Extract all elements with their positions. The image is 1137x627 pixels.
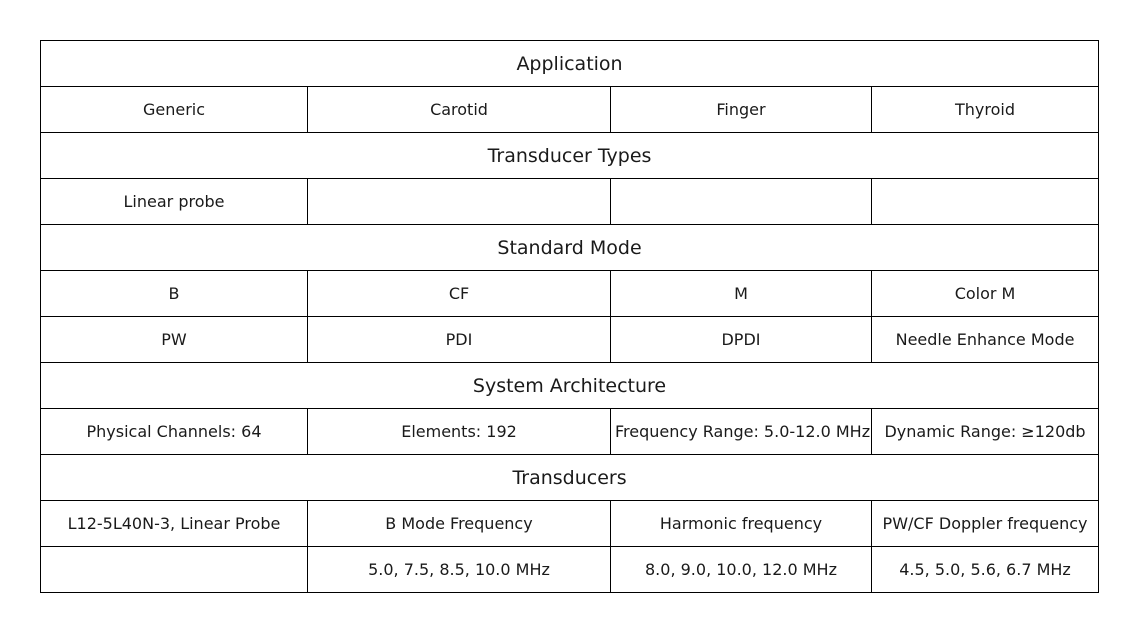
table-row: B CF M Color M [40,270,1100,317]
spec-table: Application Generic Carotid Finger Thyro… [39,40,1100,593]
table-cell: Linear probe [40,178,308,225]
table-cell: 5.0, 7.5, 8.5, 10.0 MHz [307,546,611,593]
section-title-application: Application [39,40,1100,87]
table-cell: Finger [610,86,872,133]
table-cell: Color M [870,270,1100,317]
table-cell: PW [40,316,308,363]
table-cell: PDI [307,316,611,363]
table-cell: DPDI [610,316,872,363]
table-cell [870,178,1100,225]
section-header-row: System Architecture [39,362,1100,409]
table-row: Physical Channels: 64 Elements: 192 Freq… [40,408,1100,455]
table-cell: L12-5L40N-3, Linear Probe [40,500,308,547]
table-row: PW PDI DPDI Needle Enhance Mode [40,316,1100,363]
table-row: Linear probe [40,178,1100,225]
table-row: L12-5L40N-3, Linear Probe B Mode Frequen… [40,500,1100,547]
table-row: Generic Carotid Finger Thyroid [40,86,1100,133]
table-cell: Frequency Range: 5.0-12.0 MHz [610,408,872,455]
table-cell: Needle Enhance Mode [870,316,1100,363]
table-cell: B [40,270,308,317]
table-cell: Dynamic Range: ≥120db [870,408,1100,455]
table-cell: PW/CF Doppler frequency [870,500,1100,547]
table-cell: Carotid [307,86,611,133]
section-header-row: Application [39,40,1100,87]
table-cell: Elements: 192 [307,408,611,455]
section-header-row: Transducer Types [39,132,1100,179]
section-header-row: Standard Mode [39,224,1100,271]
table-cell [610,178,872,225]
table-cell: Harmonic frequency [610,500,872,547]
table-cell [40,546,308,593]
table-cell: B Mode Frequency [307,500,611,547]
table-row: 5.0, 7.5, 8.5, 10.0 MHz 8.0, 9.0, 10.0, … [40,546,1100,593]
table-cell: Physical Channels: 64 [40,408,308,455]
table-cell: 4.5, 5.0, 5.6, 6.7 MHz [870,546,1100,593]
section-header-row: Transducers [39,454,1100,501]
section-title-system-architecture: System Architecture [39,362,1100,409]
table-cell: Thyroid [870,86,1100,133]
section-title-transducers: Transducers [39,454,1100,501]
section-title-transducer-types: Transducer Types [39,132,1100,179]
table-cell: CF [307,270,611,317]
section-title-standard-mode: Standard Mode [39,224,1100,271]
table-cell: Generic [40,86,308,133]
table-cell: 8.0, 9.0, 10.0, 12.0 MHz [610,546,872,593]
table-cell: M [610,270,872,317]
table-cell [307,178,611,225]
